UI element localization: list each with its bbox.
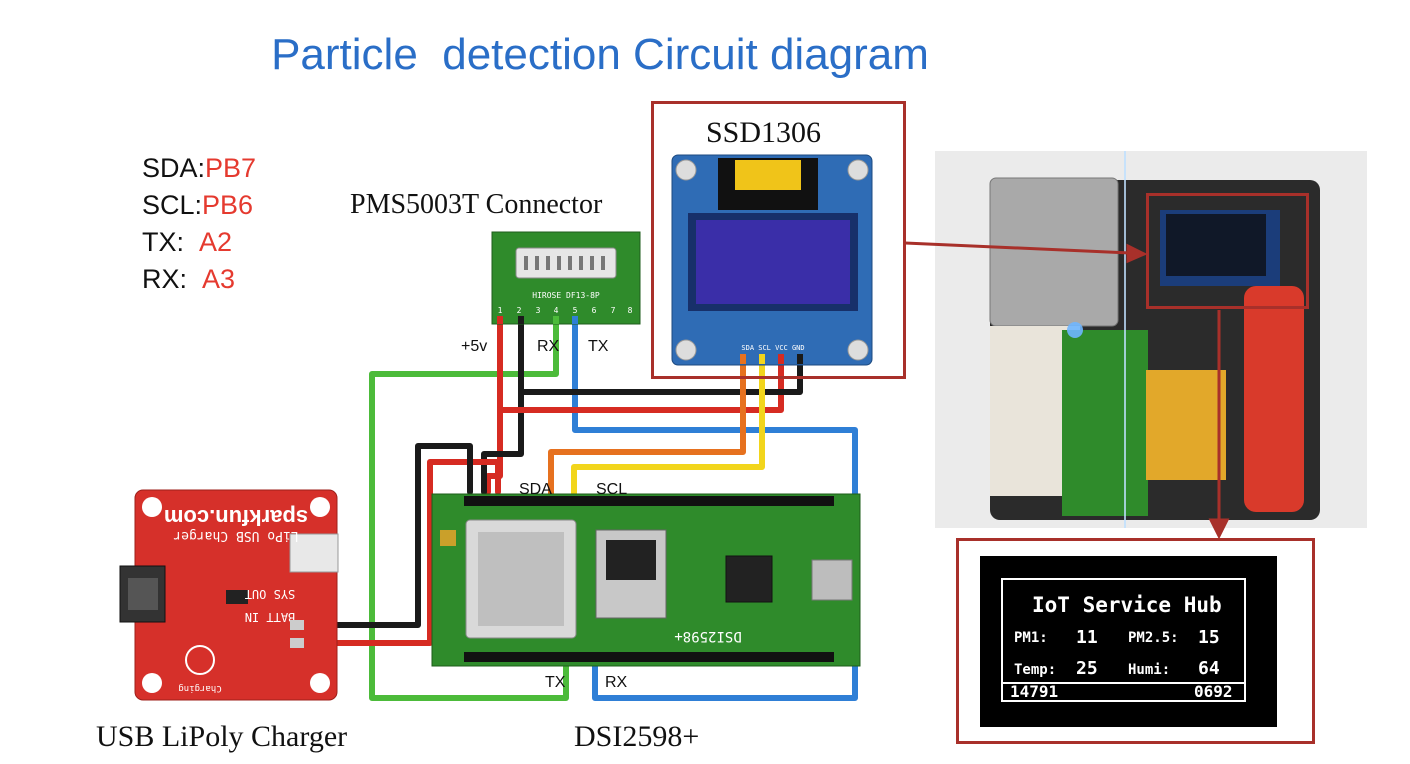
usb-lipoly-charger-board: LiPo USB Charger sparkfun.com BATT IN SY… xyxy=(119,489,339,701)
charger-batt-silk: BATT IN xyxy=(245,610,296,624)
wire-label-5v: +5v xyxy=(461,338,487,355)
wire-green-rx xyxy=(369,315,569,701)
device-photo xyxy=(935,151,1367,528)
pin-map-legend: SDA:PB7 SCL:PB6 TX: A2 RX: A3 xyxy=(142,150,256,298)
connector-pin-number: 5 xyxy=(573,306,578,315)
pin-name: SCL: xyxy=(142,190,203,220)
pin-name: RX: xyxy=(142,264,188,294)
connector-pin-number: 1 xyxy=(498,306,503,315)
wire-label-scl: SCL xyxy=(596,481,627,498)
caption-ssd1306: SSD1306 xyxy=(706,116,821,149)
wire-label-rx-bottom: RX xyxy=(605,674,628,691)
wire-black-charger xyxy=(297,443,473,628)
mcu-silk-label: DSI2598+ xyxy=(674,628,741,644)
charger-title-silk: LiPo USB Charger xyxy=(173,528,298,543)
wire-label-tx-bottom: TX xyxy=(545,674,566,691)
charger-brand-silk: sparkfun.com xyxy=(164,505,308,530)
dsi2598-mcu-board: DSI2598+ xyxy=(431,493,861,667)
wire-label-rx-top: RX xyxy=(537,338,560,355)
charger-charging-silk: Charging xyxy=(178,683,221,693)
wire-red-5v xyxy=(485,315,503,495)
pin-map-row: SCL:PB6 xyxy=(142,187,256,224)
connector-pin-number: 4 xyxy=(554,306,559,315)
connector-silk-label: HIROSE DF13-8P xyxy=(532,291,600,300)
photo-oled-highlight-box xyxy=(1146,193,1309,309)
wire-black-gnd xyxy=(481,315,524,495)
pin-value: PB6 xyxy=(202,190,254,220)
oled-pm1-label: PM1: xyxy=(1014,630,1048,646)
page-title: Particle detection Circuit diagram xyxy=(271,30,929,79)
pin-value: A2 xyxy=(199,227,233,257)
connector-pin-number: 8 xyxy=(628,306,633,315)
wire-yellow-scl xyxy=(571,361,765,497)
pms5003t-connector-board: HIROSE DF13-8P 1 2 3 4 5 6 7 8 xyxy=(491,231,641,325)
oled-highlight-box xyxy=(651,101,906,379)
oled-temp-value: 25 xyxy=(1076,658,1098,679)
pin-value: PB7 xyxy=(205,153,257,183)
oled-pm25-value: 15 xyxy=(1198,627,1220,648)
wire-orange-sda xyxy=(548,361,746,497)
caption-pms5003t: PMS5003T Connector xyxy=(350,189,603,220)
oled-pin-labels: SDA SCL VCC GND xyxy=(741,344,804,352)
oled-closeup-screen: IoT Service Hub PM1: 11 PM2.5: 15 Temp: … xyxy=(980,556,1277,727)
connector-pin-number: 3 xyxy=(536,306,541,315)
oled-humi-label: Humi: xyxy=(1128,662,1171,678)
pin-value: A3 xyxy=(202,264,236,294)
oled-footer-frame xyxy=(1001,682,1246,702)
oled-pm1-value: 11 xyxy=(1076,627,1098,648)
pin-map-row: RX: A3 xyxy=(142,261,256,298)
caption-charger: USB LiPoly Charger xyxy=(96,720,347,753)
caption-dsi2598: DSI2598+ xyxy=(574,720,699,753)
wire-label-sda: SDA xyxy=(519,481,552,498)
ssd1306-oled-module: SDA SCL VCC GND xyxy=(671,154,873,366)
connector-pin-number: 2 xyxy=(517,306,522,315)
oled-title: IoT Service Hub xyxy=(1032,593,1222,617)
pin-name: TX: xyxy=(142,227,185,257)
wire-red-oled-vcc xyxy=(497,361,784,413)
connector-pin-number: 6 xyxy=(592,306,597,315)
wire-red-charger xyxy=(297,459,501,646)
connector-pin-number: 7 xyxy=(611,306,616,315)
oled-temp-label: Temp: xyxy=(1014,662,1057,678)
oled-humi-value: 64 xyxy=(1198,658,1220,679)
charger-sys-silk: SYS OUT xyxy=(245,587,296,601)
wire-label-tx-top: TX xyxy=(588,338,609,355)
pin-name: SDA: xyxy=(142,153,206,183)
oled-pm25-label: PM2.5: xyxy=(1128,630,1179,646)
arrows xyxy=(904,241,1230,540)
oled-footer-left: 14791 xyxy=(1010,682,1059,701)
pin-map-row: SDA:PB7 xyxy=(142,150,256,187)
pin-map-row: TX: A2 xyxy=(142,224,256,261)
oled-footer-right: 0692 xyxy=(1194,682,1233,701)
wire-black-oled-gnd xyxy=(518,361,803,395)
oled-closeup-box xyxy=(956,538,1315,744)
